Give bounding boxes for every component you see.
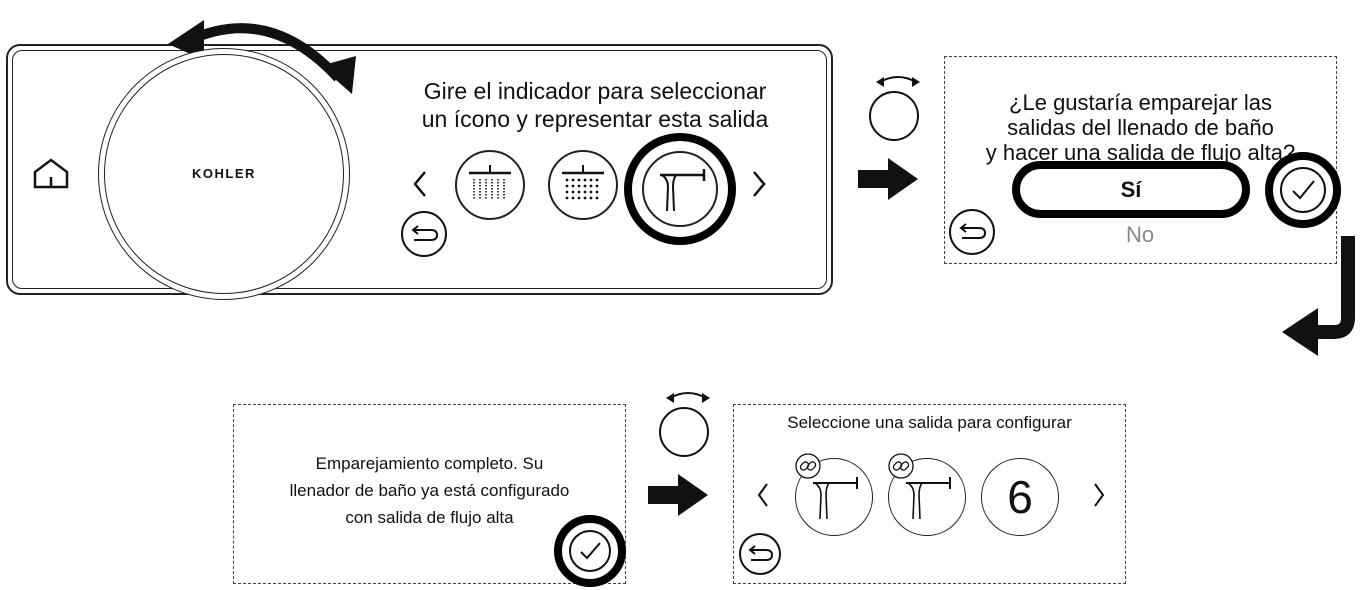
no-option[interactable]: No (1125, 222, 1155, 247)
question-text: ¿Le gustaría emparejar las salidas del l… (944, 90, 1337, 165)
chevron-right-icon[interactable] (750, 169, 768, 199)
question-line-3: y hacer una salida de flujo alta? (985, 140, 1296, 165)
select-outlet-title: Seleccione una salida para configurar (787, 413, 1072, 432)
instruction-text: Gire el indicador para seleccionar un íc… (370, 77, 820, 133)
dial-rotate-icon (659, 392, 710, 457)
tub-filler-icon (813, 477, 858, 520)
brand-logo: KOHLER (192, 166, 256, 181)
question-line-2: salidas del llenado de baño (1007, 115, 1274, 140)
instruction-line-1: Gire el indicador para seleccionar (423, 78, 767, 104)
chevron-right-icon[interactable] (1091, 481, 1107, 509)
device-inner-frame (12, 50, 827, 289)
link-icon (888, 453, 914, 479)
outlet-tub-filler[interactable] (642, 151, 718, 227)
linked-outlet-2[interactable] (888, 458, 966, 536)
instruction-line-2: un ícono y representar esta salida (421, 106, 769, 132)
selection-highlight-ring (624, 133, 736, 245)
next-step-arrow (858, 158, 918, 200)
linked-outlet-1[interactable] (795, 458, 873, 536)
outlet-rain-shower[interactable] (455, 150, 525, 220)
pairing-message-line-1: Emparejamiento completo. Su (315, 454, 544, 473)
next-step-arrow (648, 474, 708, 516)
next-step-arrow-down-left (1282, 236, 1355, 356)
back-icon[interactable] (945, 207, 999, 257)
control-dial[interactable]: KOHLER (98, 48, 350, 300)
pairing-message: Emparejamiento completo. Su llenador de … (233, 450, 626, 531)
control-dial-inner-ring (104, 54, 344, 294)
outlet-rain-shower-dots[interactable] (548, 150, 618, 220)
rain-shower-dots-icon (562, 165, 604, 200)
question-screen (944, 56, 1337, 264)
outlet-number-button[interactable]: 6 (981, 458, 1059, 536)
pairing-message-line-2: llenador de baño ya está configurado (289, 481, 570, 500)
yes-button-label: Sí (1120, 176, 1142, 202)
check-icon[interactable] (566, 527, 614, 575)
home-icon[interactable] (30, 157, 72, 189)
check-highlight-ring (554, 515, 626, 587)
check-icon[interactable] (1278, 165, 1328, 215)
pairing-message-line-3: con salida de flujo alta (345, 508, 514, 527)
tub-filler-icon (660, 169, 706, 212)
rain-shower-icon (469, 165, 511, 199)
chevron-left-icon[interactable] (411, 169, 429, 199)
back-icon[interactable] (733, 530, 787, 578)
check-highlight-ring (1265, 152, 1341, 228)
outlet-number: 6 (1007, 471, 1033, 523)
question-line-1: ¿Le gustaría emparejar las (1009, 90, 1272, 115)
yes-button[interactable]: Sí (1012, 161, 1250, 218)
tub-filler-icon (906, 477, 951, 520)
link-icon (795, 453, 821, 479)
chevron-left-icon[interactable] (755, 481, 771, 509)
select-outlet-screen (733, 404, 1126, 584)
device-frame (6, 44, 833, 295)
pairing-complete-screen (233, 404, 626, 584)
rotate-arrow-icon (168, 20, 356, 94)
dial-rotate-icon (869, 76, 920, 141)
back-icon[interactable] (397, 209, 451, 259)
